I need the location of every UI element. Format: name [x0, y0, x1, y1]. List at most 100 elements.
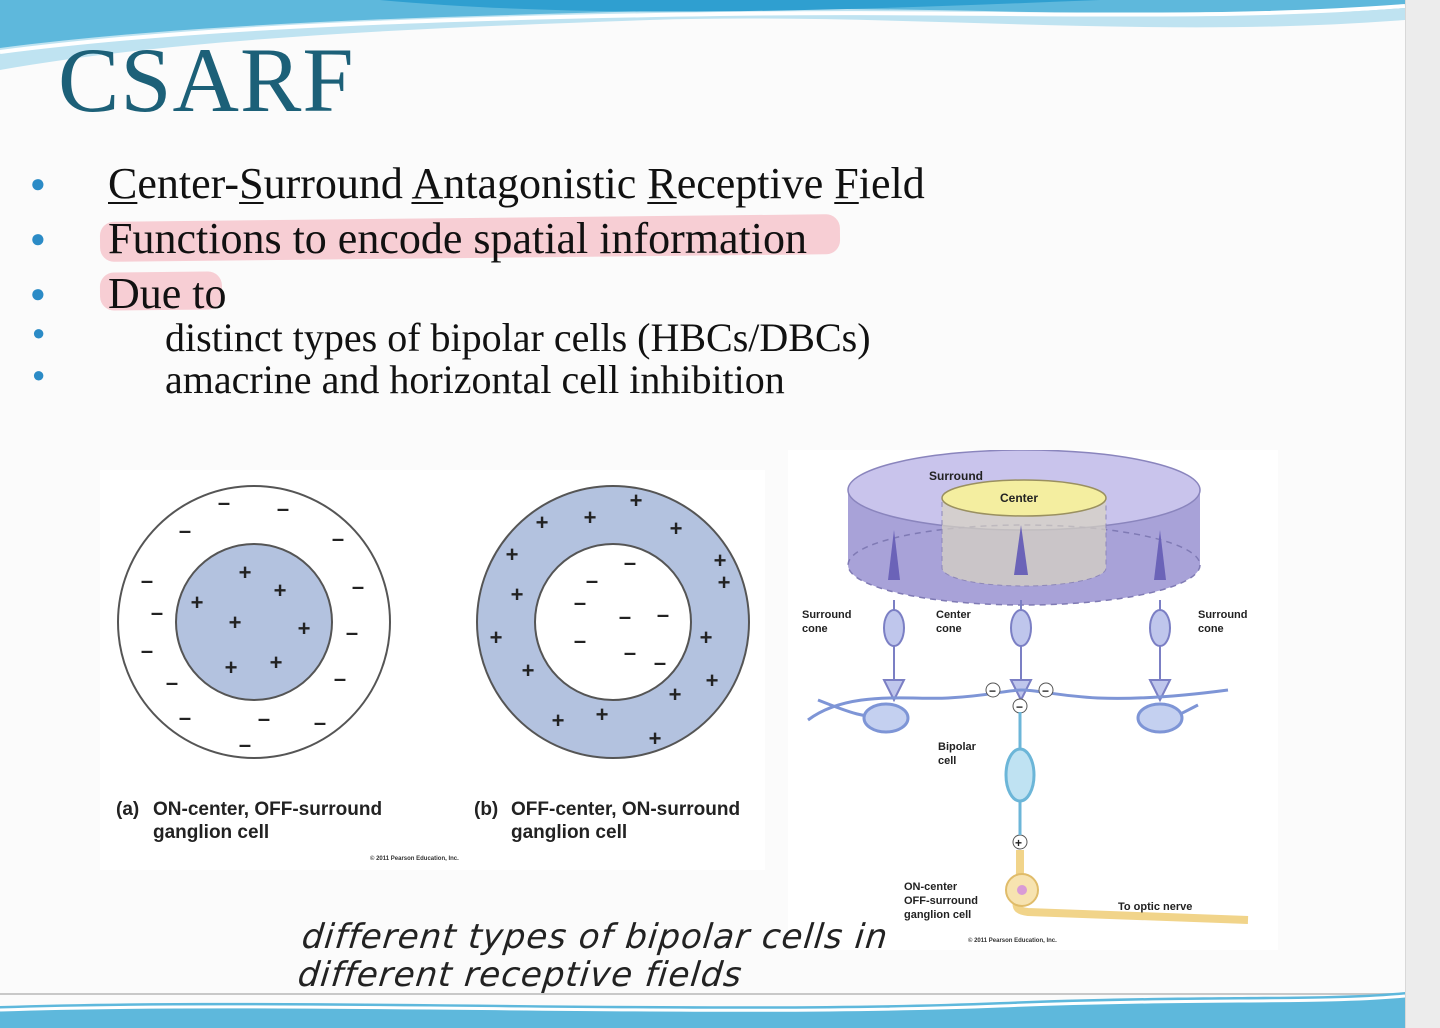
- minus-sign: –: [624, 550, 636, 575]
- bullet-text: amacrine and horizontal cell inhibition: [165, 357, 785, 402]
- minus-sign: –: [179, 705, 191, 730]
- minus-sign: −: [1016, 700, 1023, 714]
- plus-signs: +++++++: [191, 560, 311, 680]
- bullet-text: Center-Surround Antagonistic Receptive F…: [108, 159, 925, 208]
- bullet-dot: ●: [30, 278, 46, 308]
- minus-sign: –: [654, 650, 666, 675]
- minus-sign: –: [352, 574, 364, 599]
- minus-sign: –: [657, 602, 669, 627]
- minus-sign: –: [346, 620, 358, 645]
- handwritten-line-1: different types of bipolar cells in: [299, 917, 891, 957]
- panel-b-caption-line2: ganglion cell: [511, 822, 627, 843]
- center-cone-label-1: Center: [936, 609, 972, 621]
- bullet-dot: ●: [30, 168, 46, 198]
- retinal-circuit-figure: Surround Center − − − +: [788, 450, 1278, 950]
- surround-cone-right-label-1: Surround: [1198, 609, 1248, 621]
- ganglion-label-3: ganglion cell: [904, 909, 971, 921]
- window-edge: [1405, 0, 1440, 1028]
- bullet-text: distinct types of bipolar cells (HBCs/DB…: [165, 315, 871, 360]
- plus-sign: +: [584, 505, 597, 530]
- minus-sign: –: [141, 638, 153, 663]
- plus-sign: +: [700, 625, 713, 650]
- panel-b-off-center: ++++++++++++++++ ––––––––: [476, 485, 750, 759]
- bipolar-label-2: cell: [938, 755, 956, 767]
- bottom-wave-decoration: [0, 992, 1405, 1028]
- plus-sign: +: [718, 570, 731, 595]
- surround-cone-right-label-2: cone: [1198, 623, 1224, 635]
- copyright-note: © 2011 Pearson Education, Inc.: [370, 855, 459, 862]
- surround-cone-left-label-1: Surround: [802, 609, 852, 621]
- plus-sign: +: [596, 702, 609, 727]
- minus-sign: –: [258, 706, 270, 731]
- bipolar-cell: [1004, 712, 1036, 835]
- plus-sign: +: [191, 590, 204, 615]
- panel-b-letter: (b): [474, 799, 498, 820]
- bullet-dot: ●: [32, 320, 46, 345]
- handwritten-note: different types of bipolar cells in diff…: [296, 917, 891, 995]
- plus-sign: +: [522, 658, 535, 683]
- minus-sign: –: [239, 732, 251, 757]
- panel-a-caption-line1: ON-center, OFF-surround: [153, 799, 382, 820]
- surround-label: Surround: [929, 469, 983, 483]
- minus-sign: –: [574, 628, 586, 653]
- minus-sign: –: [166, 670, 178, 695]
- optic-nerve-label: To optic nerve: [1118, 901, 1192, 913]
- minus-signs: ––––––––: [574, 550, 669, 675]
- minus-sign: –: [151, 600, 163, 625]
- receptive-field-disc: Surround Center: [847, 450, 1201, 606]
- plus-sign: +: [239, 560, 252, 585]
- bullet-dot: ●: [30, 223, 46, 253]
- minus-sign: –: [334, 666, 346, 691]
- minus-sign: −: [1042, 684, 1049, 698]
- slide-title: CSARF: [58, 29, 355, 131]
- minus-sign: –: [574, 590, 586, 615]
- minus-sign: –: [218, 490, 230, 515]
- minus-signs: –––––––––––––––: [141, 490, 364, 757]
- plus-signs: ++++++++++++++++: [490, 488, 731, 751]
- plus-sign: +: [536, 510, 549, 535]
- plus-sign: +: [274, 578, 287, 603]
- plus-sign: +: [669, 682, 682, 707]
- surround-cone-left-label-2: cone: [802, 623, 828, 635]
- minus-sign: –: [624, 640, 636, 665]
- minus-sign: –: [277, 496, 289, 521]
- bullet-text: Functions to encode spatial information: [108, 214, 807, 263]
- minus-sign: −: [989, 684, 996, 698]
- minus-sign: –: [332, 526, 344, 551]
- panel-a-on-center: +++++++ –––––––––––––––: [117, 485, 391, 759]
- copyright-note: © 2011 Pearson Education, Inc.: [968, 937, 1057, 944]
- panel-a-caption-line2: ganglion cell: [153, 822, 269, 843]
- bullet-dot: ●: [32, 362, 46, 387]
- receptive-field-figure: +++++++ ––––––––––––––– ++++++++++++++++…: [100, 470, 765, 870]
- center-cone-label-2: cone: [936, 623, 962, 635]
- minus-sign: –: [586, 568, 598, 593]
- horizontal-cells: [807, 688, 1229, 734]
- ganglion-label-1: ON-center: [904, 881, 958, 893]
- panel-b-caption-line1: OFF-center, ON-surround: [511, 799, 740, 820]
- plus-sign: +: [630, 488, 643, 513]
- bullet-text: Due to: [108, 269, 227, 318]
- ganglion-cell: [1005, 850, 1249, 924]
- minus-sign: –: [179, 518, 191, 543]
- plus-sign: +: [225, 655, 238, 680]
- plus-sign: +: [714, 548, 727, 573]
- slide-divider: [0, 993, 1405, 995]
- minus-sign: –: [314, 710, 326, 735]
- plus-sign: +: [490, 625, 503, 650]
- plus-sign: +: [506, 542, 519, 567]
- plus-sign: +: [229, 610, 242, 635]
- plus-sign: +: [1015, 836, 1022, 850]
- plus-sign: +: [670, 516, 683, 541]
- minus-sign: –: [141, 568, 153, 593]
- plus-sign: +: [552, 708, 565, 733]
- ganglion-label-2: OFF-surround: [904, 895, 978, 907]
- bipolar-label-1: Bipolar: [938, 741, 977, 753]
- plus-sign: +: [298, 616, 311, 641]
- panel-a-letter: (a): [116, 799, 139, 820]
- center-label: Center: [1000, 491, 1038, 505]
- minus-sign: –: [619, 604, 631, 629]
- cones: [882, 600, 1172, 703]
- top-wave-decoration: [0, 0, 1405, 70]
- plus-sign: +: [706, 668, 719, 693]
- plus-sign: +: [649, 726, 662, 751]
